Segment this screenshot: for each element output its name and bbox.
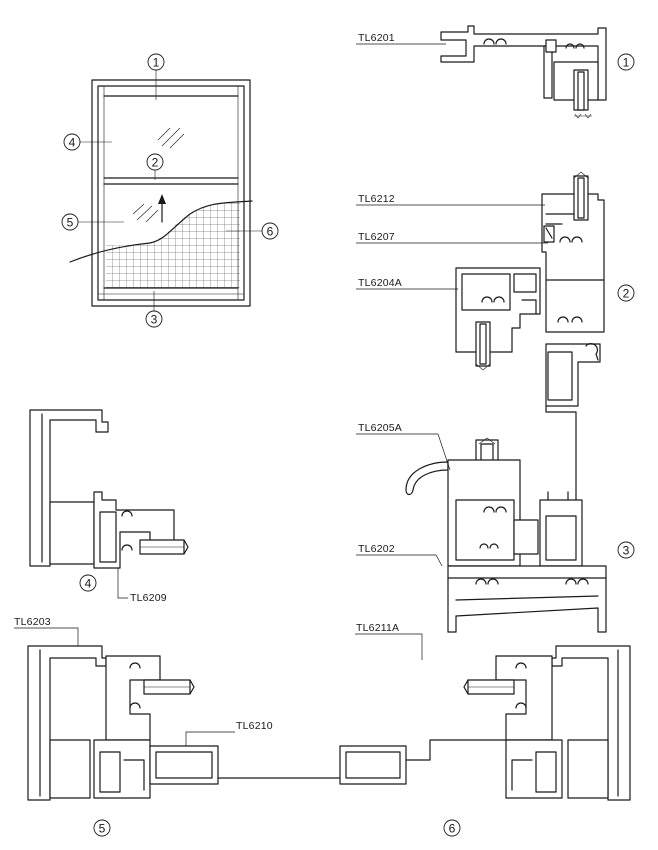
window-elevation <box>69 79 253 307</box>
section-marker-4: 4 <box>79 574 97 592</box>
leader-lines <box>14 43 548 746</box>
elevation-marker-3: 3 <box>145 291 163 328</box>
part-label-tl6201: TL6201 <box>358 32 395 44</box>
marker-label: 3 <box>623 544 630 558</box>
section-jamb-tl6211a <box>339 645 631 801</box>
section-jamb-tl6209 <box>29 409 189 569</box>
section-sill <box>405 405 607 633</box>
section-marker-5: 5 <box>93 819 111 837</box>
section-head-tl6201 <box>440 25 607 119</box>
marker-label: 2 <box>623 287 630 301</box>
marker-label: 5 <box>99 822 106 836</box>
section-marker-3: 3 <box>617 541 635 559</box>
part-label-tl6211a: TL6211A <box>356 622 399 634</box>
section-meeting-rail <box>455 171 605 407</box>
section-marker-1: 1 <box>617 53 635 71</box>
marker-label: 3 <box>151 313 158 327</box>
part-label-tl6207: TL6207 <box>358 231 395 243</box>
section-marker-6: 6 <box>443 819 461 837</box>
marker-label: 6 <box>267 225 274 239</box>
marker-label: 1 <box>623 56 630 70</box>
marker-label: 6 <box>449 822 456 836</box>
part-label-tl6204a: TL6204A <box>358 277 402 289</box>
section-marker-2: 2 <box>617 284 635 302</box>
marker-label: 5 <box>67 216 74 230</box>
part-label-tl6212: TL6212 <box>358 193 395 205</box>
part-label-tl6202: TL6202 <box>358 543 395 555</box>
elevation-marker-6: 6 <box>226 222 279 240</box>
part-label-tl6209: TL6209 <box>130 592 167 604</box>
part-label-tl6203: TL6203 <box>14 616 51 628</box>
section-jamb-tl6203 <box>27 645 341 801</box>
marker-label: 1 <box>153 56 160 70</box>
part-label-tl6210: TL6210 <box>236 720 273 732</box>
marker-label: 4 <box>85 577 92 591</box>
marker-label: 2 <box>152 156 159 170</box>
marker-label: 4 <box>69 136 76 150</box>
elevation-marker-1: 1 <box>147 53 165 100</box>
elevation-marker-5: 5 <box>61 213 124 231</box>
elevation-marker-2: 2 <box>146 153 164 180</box>
part-label-tl6205a: TL6205A <box>358 422 402 434</box>
elevation-marker-4: 4 <box>63 133 112 151</box>
